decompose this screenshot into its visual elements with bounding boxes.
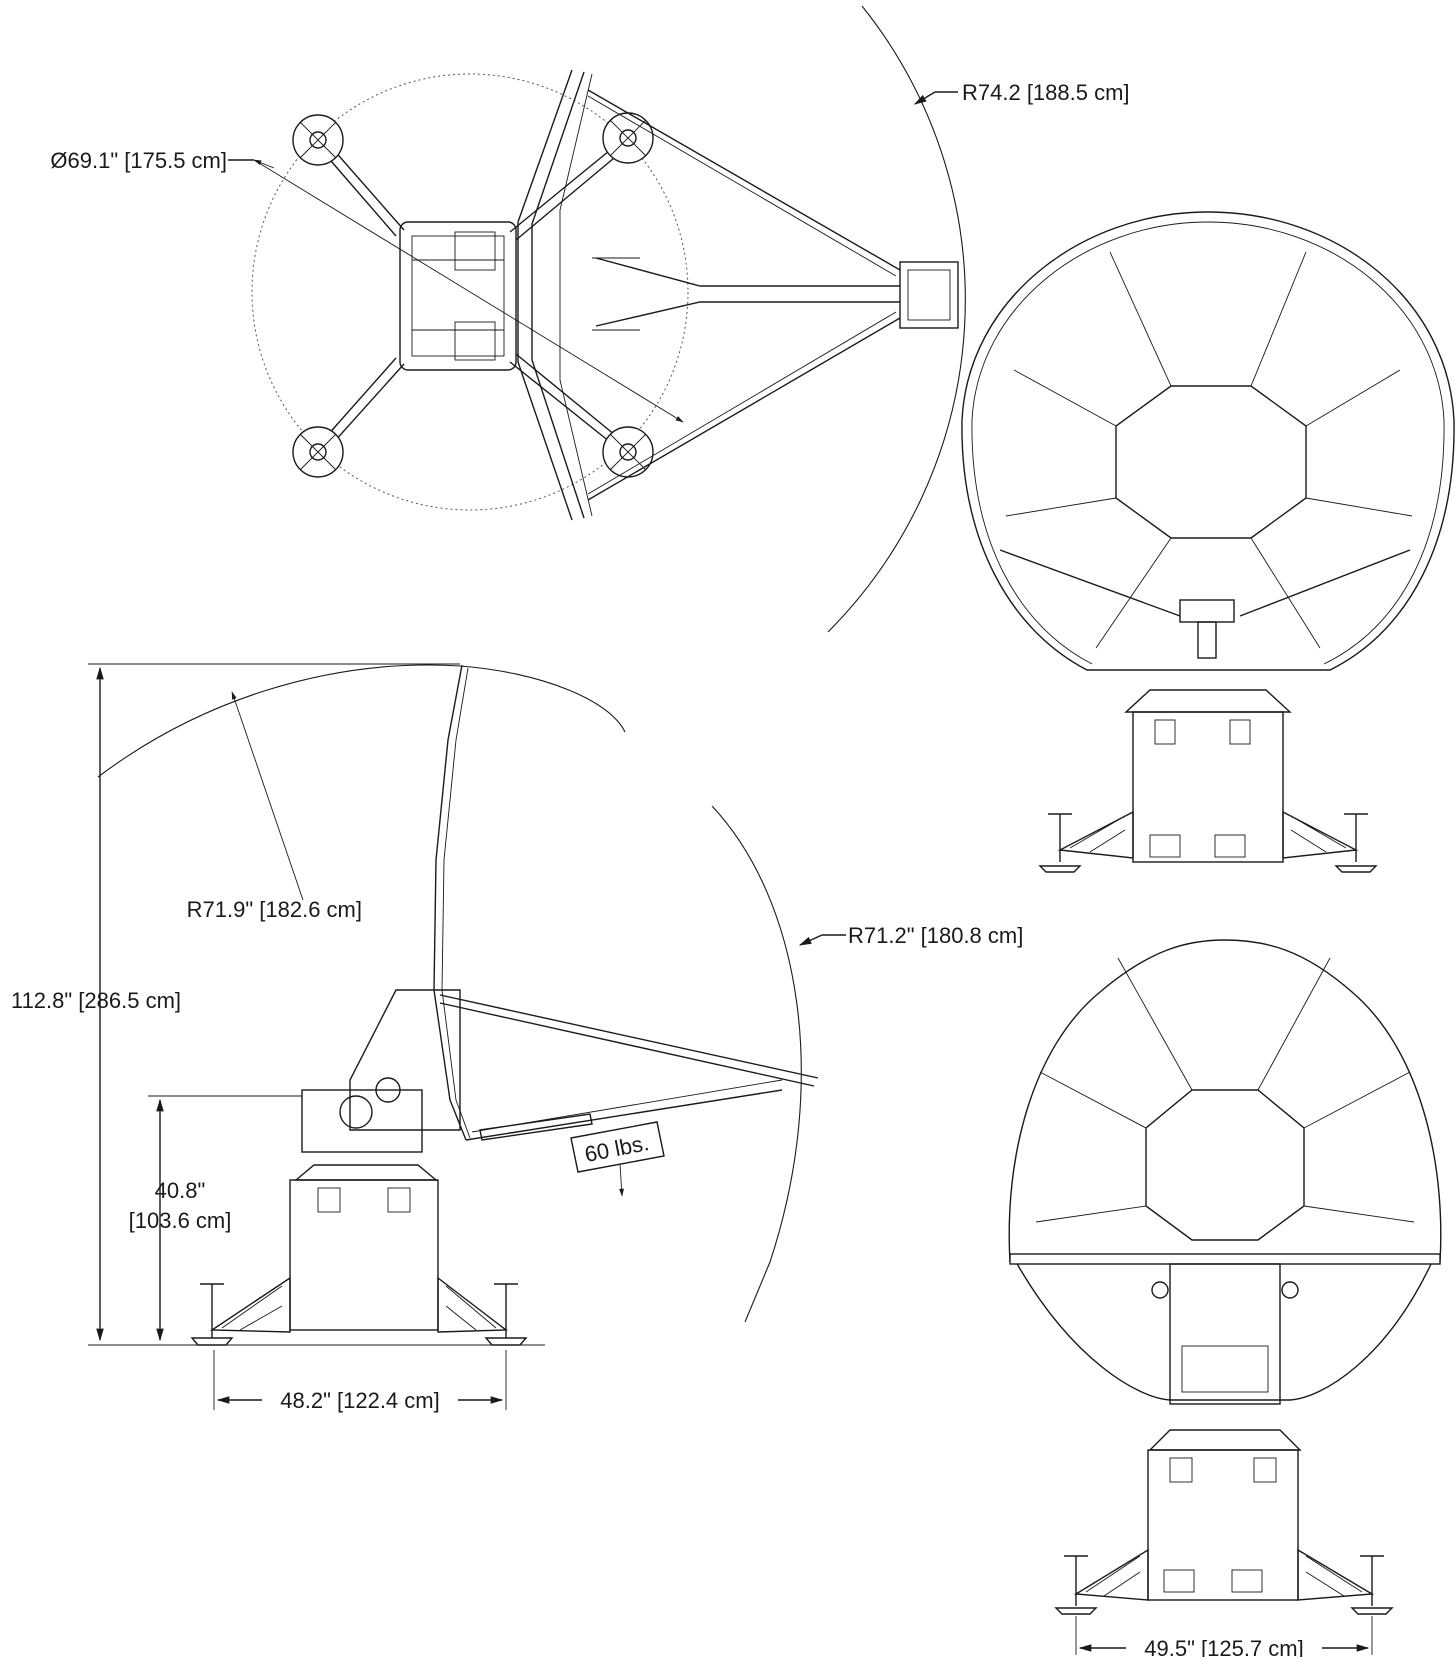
top-diameter-label: Ø69.1" [175.5 cm] bbox=[50, 148, 227, 173]
rear-mount bbox=[1169, 1263, 1281, 1405]
reflector-edge bbox=[517, 69, 573, 521]
side-sweep-radius-label: R71.2" [180.8 cm] bbox=[848, 923, 1023, 948]
overall-height-label: 112.8" [286.5 cm] bbox=[11, 988, 181, 1013]
foot-pad-icon bbox=[292, 426, 344, 478]
feed-plate bbox=[899, 261, 959, 329]
base-height-label-line2: [103.6 cm] bbox=[129, 1208, 232, 1233]
top-radius-label: R74.2 [188.5 cm] bbox=[962, 80, 1130, 105]
front-view bbox=[961, 211, 1455, 873]
foot-pad-icon bbox=[602, 426, 654, 478]
side-view: R71.9" [182.6 cm] R71.2" [180.8 cm] 112.… bbox=[11, 663, 1023, 1413]
mount-head bbox=[301, 1089, 423, 1153]
feed-sweep-arc bbox=[711, 805, 802, 1323]
base-case bbox=[399, 221, 517, 371]
side-reflector-radius-label: R71.9" [182.6 cm] bbox=[187, 897, 362, 922]
rear-foot-span-label: 49.5" [125.7 cm] bbox=[1144, 1636, 1303, 1657]
reflector-side bbox=[433, 664, 467, 1141]
sweep-arc bbox=[827, 5, 966, 633]
front-base-case bbox=[1132, 711, 1284, 863]
side-base-case bbox=[289, 1179, 439, 1331]
reflector-panels bbox=[1115, 385, 1307, 539]
rear-base-case bbox=[1147, 1449, 1299, 1601]
reflector-arc bbox=[97, 664, 626, 778]
top-view: Ø69.1" [175.5 cm] R74.2 [188.5 cm] bbox=[50, 5, 1130, 633]
weight-callout-box bbox=[570, 1121, 665, 1173]
rear-view: 49.5" [125.7 cm] bbox=[1008, 939, 1442, 1657]
foot-pad-icon bbox=[292, 114, 344, 166]
rear-reflector-rim bbox=[1008, 939, 1442, 1263]
foot-pad-icon bbox=[602, 112, 654, 164]
base-height-label-line1: 40.8" bbox=[155, 1178, 206, 1203]
reflector-rim bbox=[961, 211, 1455, 671]
swing-circle bbox=[251, 73, 689, 511]
side-foot-span-label: 48.2" [122.4 cm] bbox=[280, 1388, 439, 1413]
